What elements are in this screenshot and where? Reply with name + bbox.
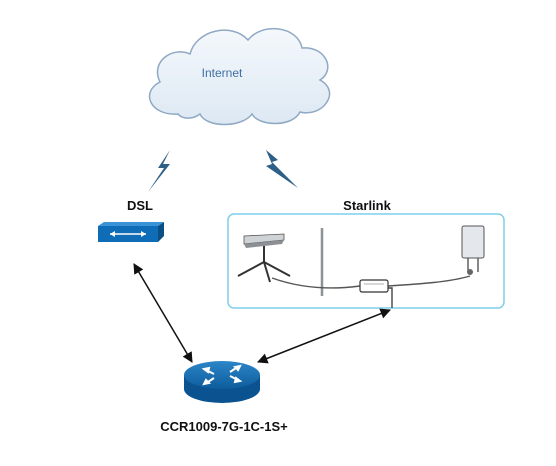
starlink-cable	[271, 277, 361, 289]
dsl-label: DSL	[127, 198, 153, 213]
dsl-router-link	[133, 263, 193, 363]
lightning-icon	[266, 150, 298, 188]
dsl-modem-icon	[98, 222, 164, 242]
router-icon	[184, 361, 260, 403]
internet-label: Internet	[202, 66, 243, 80]
wifi-router-icon	[461, 225, 485, 275]
starlink-router-link	[257, 308, 391, 364]
power-supply-icon	[359, 279, 389, 293]
starlink-label: Starlink	[343, 198, 391, 213]
router-label: CCR1009-7G-1C-1S+	[160, 419, 288, 434]
router-cable	[388, 287, 393, 308]
starlink-cable	[387, 275, 471, 287]
satellite-dish-icon	[237, 233, 291, 283]
internet-cloud: Internet	[148, 27, 331, 126]
lightning-icon	[148, 150, 170, 192]
